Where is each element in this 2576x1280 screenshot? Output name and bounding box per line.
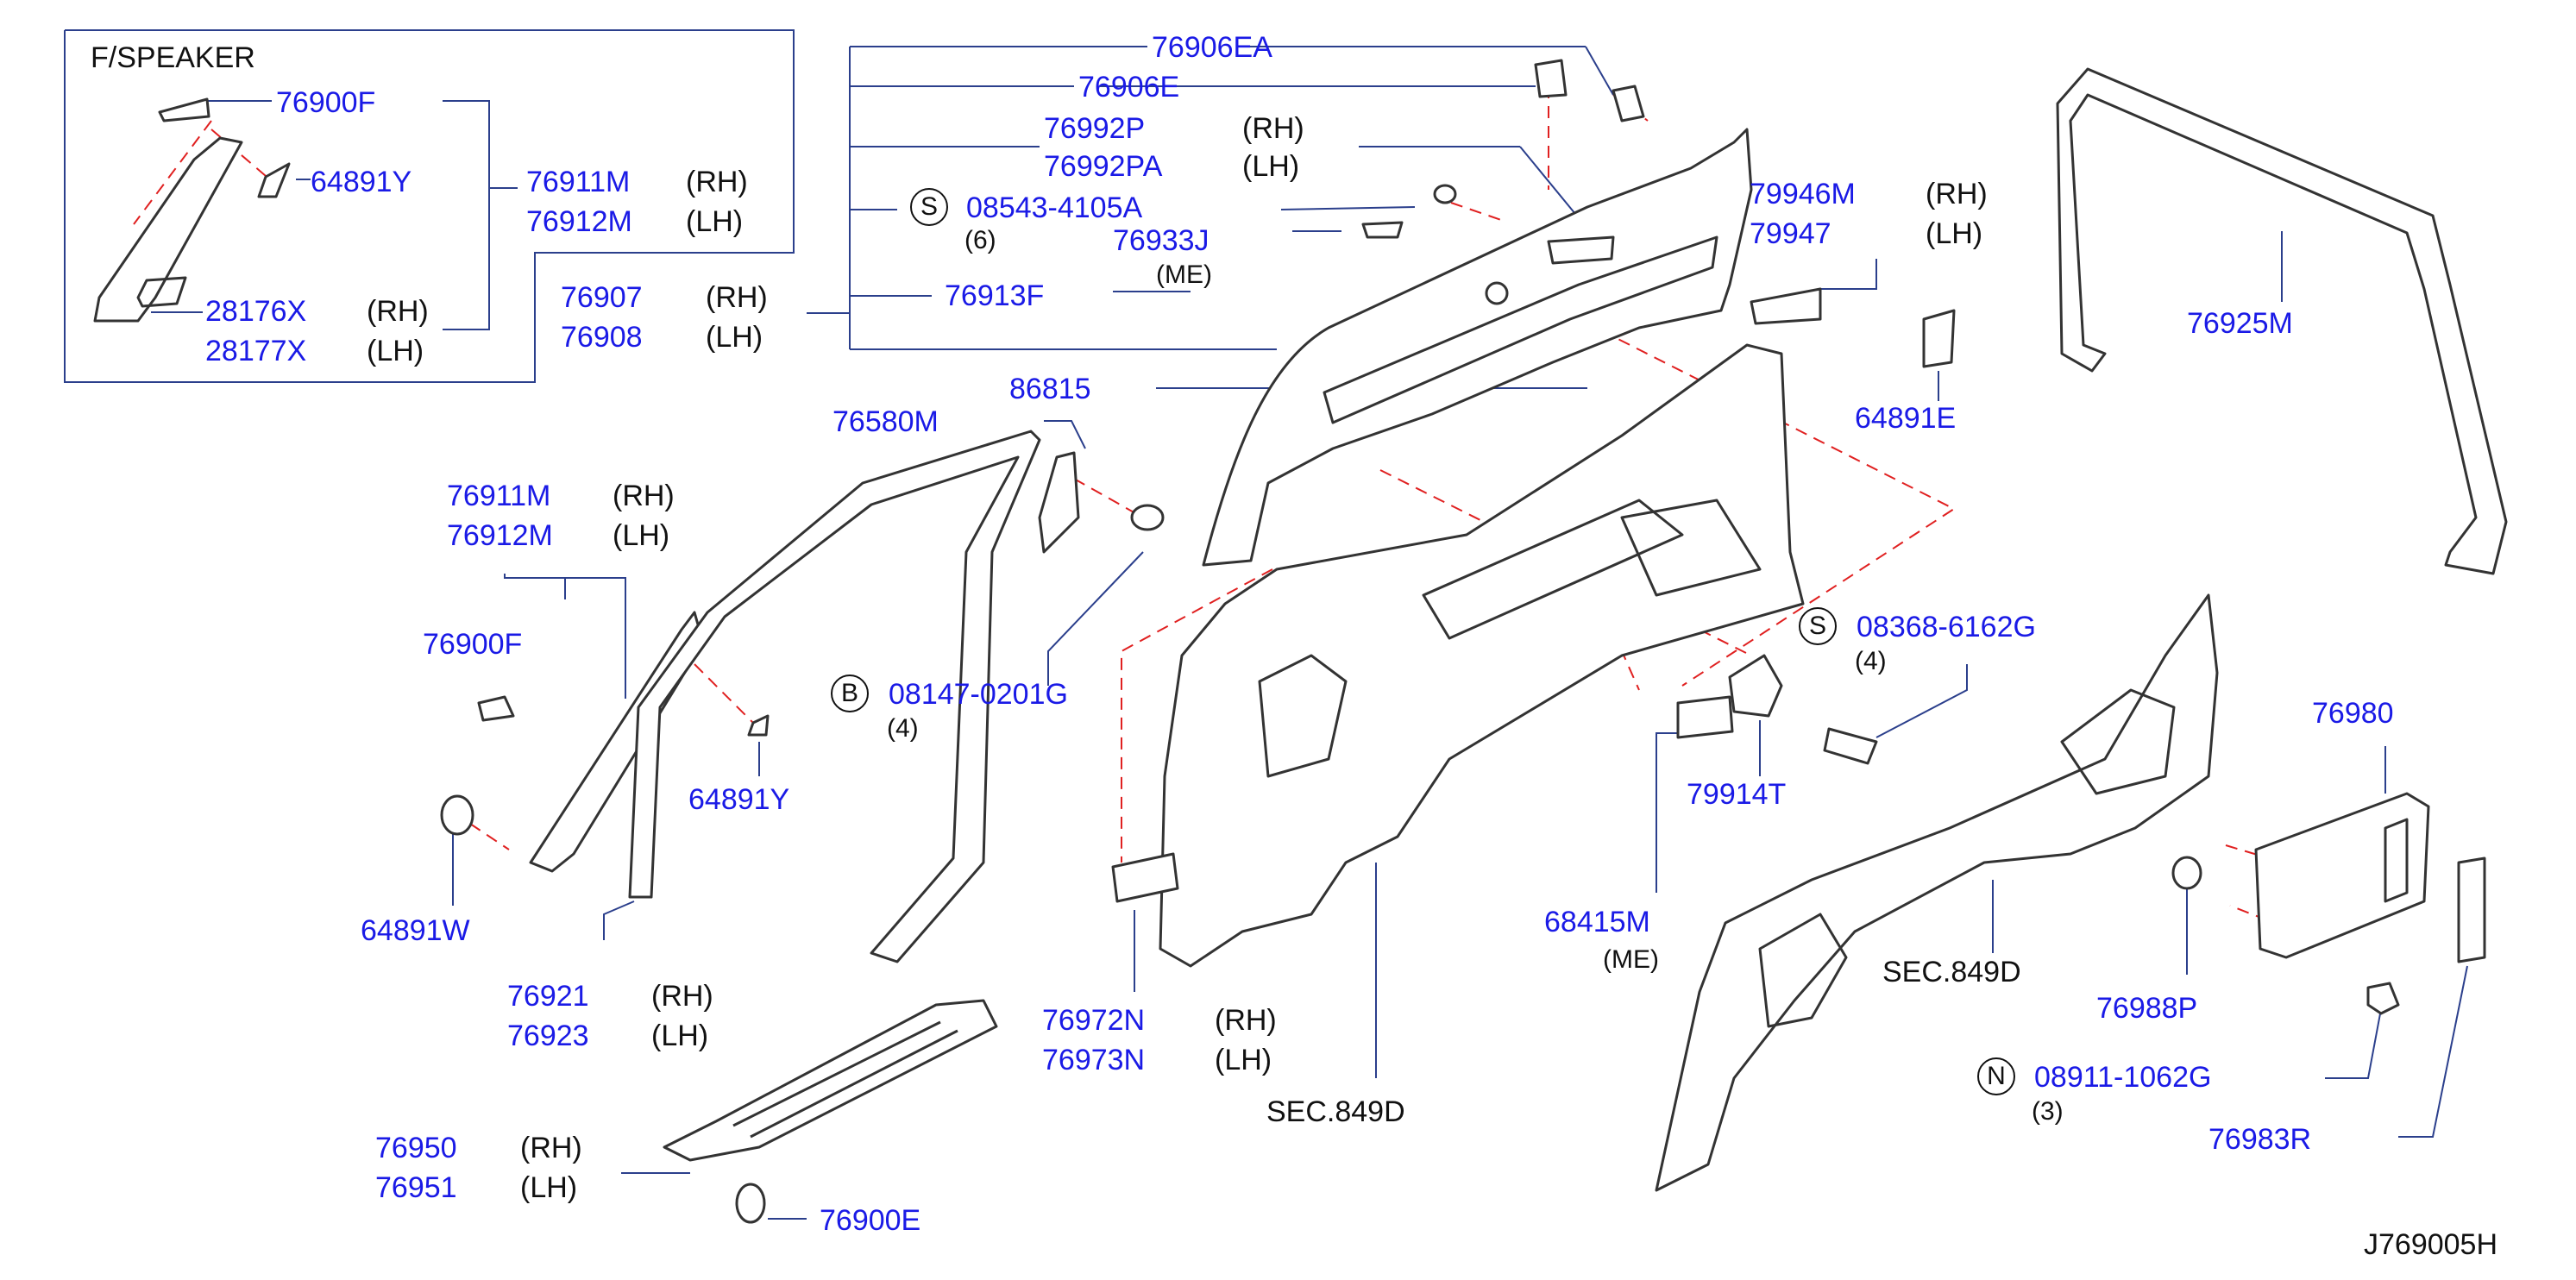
part-76580M: 76580M [832,405,939,438]
qualifier-76912M-inset: (LH) [686,205,744,238]
part-76951: 76951 [375,1171,457,1204]
part-86815: 86815 [1009,373,1091,405]
symbol-n-08911: N [1977,1057,2015,1095]
part-76911M: 76911M [447,480,551,512]
symbol-b-08147: B [831,675,869,712]
symbol-s-08543: S [910,188,948,226]
part-08911-1062G: 08911-1062G [2034,1061,2212,1094]
qualifier-76951: (LH) [520,1171,578,1204]
qualifier-76973N: (LH) [1215,1044,1272,1076]
qty-08543: (6) [964,226,996,254]
part-76992PA: 76992PA [1044,150,1163,183]
diagram-id: J769005H [2364,1228,2498,1261]
part-76923: 76923 [507,1020,589,1052]
part-76983R: 76983R [2208,1123,2312,1156]
symbol-s-08368: S [1799,607,1837,645]
part-64891Y: 64891Y [688,783,790,816]
qualifier-76907: (RH) [706,281,768,314]
part-76972N: 76972N [1042,1004,1146,1037]
qty-08147: (4) [887,714,919,743]
part-76913F: 76913F [945,279,1045,312]
qualifier-76912M: (LH) [613,519,670,552]
part-76912M-inset: 76912M [526,205,632,238]
qualifier-68415M: (ME) [1603,945,1659,974]
qty-08911: (3) [2032,1097,2064,1126]
part-28176X: 28176X [205,295,307,328]
part-08543-4105A: 08543-4105A [966,191,1143,224]
qualifier-76933J: (ME) [1156,260,1212,289]
part-76906E: 76906E [1078,71,1180,104]
part-64891Y-inset: 64891Y [311,166,412,198]
quarter-trim-main [1159,343,1805,968]
pillar-trim [529,611,705,873]
qualifier-28177X: (LH) [367,335,424,367]
part-76912M: 76912M [447,519,553,552]
weatherstrip-front [628,430,1041,963]
part-79947: 79947 [1750,217,1831,250]
part-64891W: 64891W [361,914,470,947]
part-76925M: 76925M [2187,307,2293,340]
inset-title: F/SPEAKER [91,41,255,74]
qualifier-28176X: (RH) [367,295,429,328]
lower-quarter-trim [1655,593,2219,1192]
inset-grille [136,276,187,308]
part-76921: 76921 [507,980,589,1013]
qualifier-76908: (LH) [706,321,763,354]
qualifier-76921: (RH) [651,980,713,1013]
qualifier-76992PA: (LH) [1242,150,1300,183]
inset-outline [64,29,795,383]
qualifier-76950: (RH) [520,1132,582,1164]
part-76908: 76908 [561,321,643,354]
part-76980: 76980 [2312,697,2394,730]
inset-pillar-trim [93,136,243,323]
part-76992P: 76992P [1044,112,1146,145]
qualifier-79947: (LH) [1926,217,1983,250]
part-76900F: 76900F [423,628,523,661]
qualifier-76911M: (RH) [613,480,675,512]
part-64891E: 64891E [1855,402,1957,435]
sec-849d-right: SEC.849D [1882,956,2021,988]
sill-plate [663,999,998,1162]
qty-08368: (4) [1855,647,1887,675]
sec-849d-mid: SEC.849D [1266,1095,1405,1128]
part-76900E: 76900E [820,1204,921,1237]
part-76973N: 76973N [1042,1044,1146,1076]
part-28177X: 28177X [205,335,307,367]
qualifier-76972N: (RH) [1215,1004,1277,1037]
part-68415M: 68415M [1544,906,1650,938]
qualifier-76923: (LH) [651,1020,709,1052]
part-outlines [93,59,2508,1224]
part-08368-6162G: 08368-6162G [1857,611,2036,643]
part-76988P: 76988P [2096,992,2198,1025]
part-76950: 76950 [375,1132,457,1164]
part-79914T: 79914T [1687,778,1787,811]
weatherstrip-rear [2056,67,2508,575]
part-08147-0201G: 08147-0201G [889,678,1068,711]
part-76911M-inset: 76911M [526,166,631,198]
part-76907: 76907 [561,281,643,314]
part-76906EA: 76906EA [1152,31,1272,64]
qualifier-76992P: (RH) [1242,112,1304,145]
qualifier-76911M-inset: (RH) [686,166,748,198]
part-76900F-inset: 76900F [276,86,376,119]
part-79946M: 79946M [1750,178,1856,210]
qualifier-79946M: (RH) [1926,178,1988,210]
part-76933J: 76933J [1113,224,1209,257]
cover-76980 [2254,792,2430,959]
